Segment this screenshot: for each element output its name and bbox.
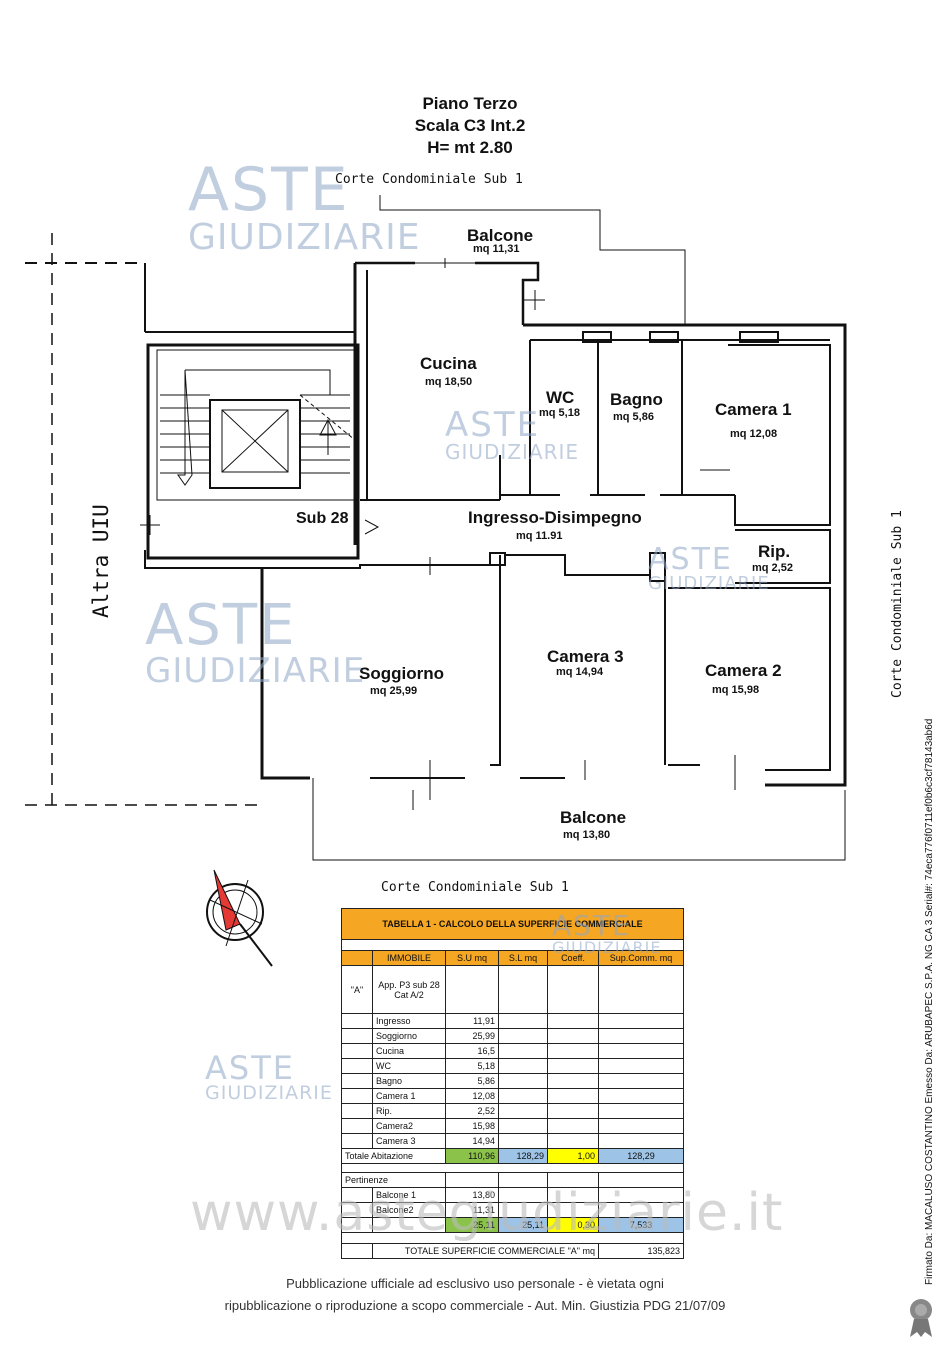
footer-line2: ripubblicazione o riproduzione a scopo c… — [224, 1298, 726, 1313]
room-ingresso: Ingresso-Disimpegno — [468, 508, 642, 527]
signature-text: Firmato Da: MACALUSO COSTANTINO Emesso D… — [924, 718, 935, 1285]
room-camera1: Camera 1 — [715, 400, 792, 419]
th-sl: S.L mq — [498, 950, 548, 966]
room-camera3-area: mq 14,94 — [556, 666, 604, 678]
total-pertinenze-row: 25,11 25,11 0,30 7,533 — [341, 1217, 684, 1233]
room-rip: Rip. — [758, 542, 791, 561]
sub28-label: Sub 28 — [296, 510, 349, 527]
room-camera2-area: mq 15,98 — [712, 684, 760, 696]
room-balcone-bottom: Balcone — [560, 808, 627, 827]
room-camera1-area: mq 12,08 — [730, 428, 778, 440]
room-ingresso-area: mq 11.91 — [516, 530, 563, 542]
room-balcone-top-area: mq 11,31 — [473, 243, 520, 255]
room-camera2: Camera 2 — [705, 661, 782, 680]
room-wc-area: mq 5,18 — [539, 407, 580, 419]
room-soggiorno: Soggiorno — [359, 664, 444, 683]
th-coeff: Coeff. — [547, 950, 599, 966]
th-immobile: IMMOBILE — [372, 950, 446, 966]
calc-table: TABELLA 1 - CALCOLO DELLA SUPERFICIE COM… — [341, 908, 684, 1259]
unit-label: "A" — [341, 965, 373, 1014]
watermark-site: www.astegiudiziarie.it — [190, 1183, 784, 1243]
table-header-row: IMMOBILE S.U mq S.L mq Coeff. Sup.Comm. … — [341, 950, 684, 966]
unit-desc: App. P3 sub 28 Cat A/2 — [372, 965, 446, 1014]
altra-uiu-label: Altra UIU — [89, 504, 113, 618]
room-bagno: Bagno — [610, 390, 663, 409]
room-camera3: Camera 3 — [547, 647, 624, 666]
room-balcone-bottom-area: mq 13,80 — [563, 829, 611, 841]
table-row: Rip.2,52 — [341, 1103, 684, 1119]
th-supcomm: Sup.Comm. mq — [598, 950, 684, 966]
stair-title: Scala C3 Int.2 — [414, 116, 526, 135]
total-abitazione-row: Totale Abitazione 110,96 128,29 1,00 128… — [341, 1148, 684, 1164]
room-bagno-area: mq 5,86 — [613, 411, 654, 423]
corte-top-label: Corte Condominiale Sub 1 — [335, 172, 523, 187]
th-su: S.U mq — [445, 950, 499, 966]
floor-title: Piano Terzo — [422, 94, 518, 113]
room-wc: WC — [546, 388, 575, 407]
seal-icon — [910, 1299, 932, 1337]
grand-total-row: TOTALE SUPERFICIE COMMERCIALE "A" mq 135… — [341, 1243, 684, 1259]
room-rip-area: mq 2,52 — [752, 562, 793, 574]
room-cucina: Cucina — [420, 354, 477, 373]
height-title: H= mt 2.80 — [427, 138, 513, 157]
compass-icon — [206, 869, 273, 967]
room-soggiorno-area: mq 25,99 — [370, 685, 418, 697]
room-cucina-area: mq 18,50 — [425, 376, 473, 388]
room-balcone-top: Balcone — [467, 226, 534, 245]
table-title: TABELLA 1 - CALCOLO DELLA SUPERFICIE COM… — [341, 908, 684, 940]
corte-right-label: Corte Condominiale Sub 1 — [890, 510, 905, 698]
footer-line1: Pubblicazione ufficiale ad esclusivo uso… — [286, 1276, 664, 1291]
corte-bottom-label: Corte Condominiale Sub 1 — [381, 880, 569, 895]
